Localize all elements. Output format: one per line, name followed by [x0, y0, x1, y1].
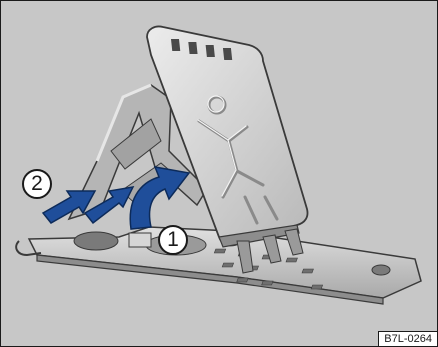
- callout-2: 2: [22, 169, 52, 199]
- fold-arrow-2: [43, 187, 133, 223]
- fold-arrow-1: [130, 167, 189, 229]
- callout-1: 1: [158, 225, 188, 255]
- figure-code: B7L-0264: [378, 331, 437, 346]
- base-plate: [16, 227, 421, 304]
